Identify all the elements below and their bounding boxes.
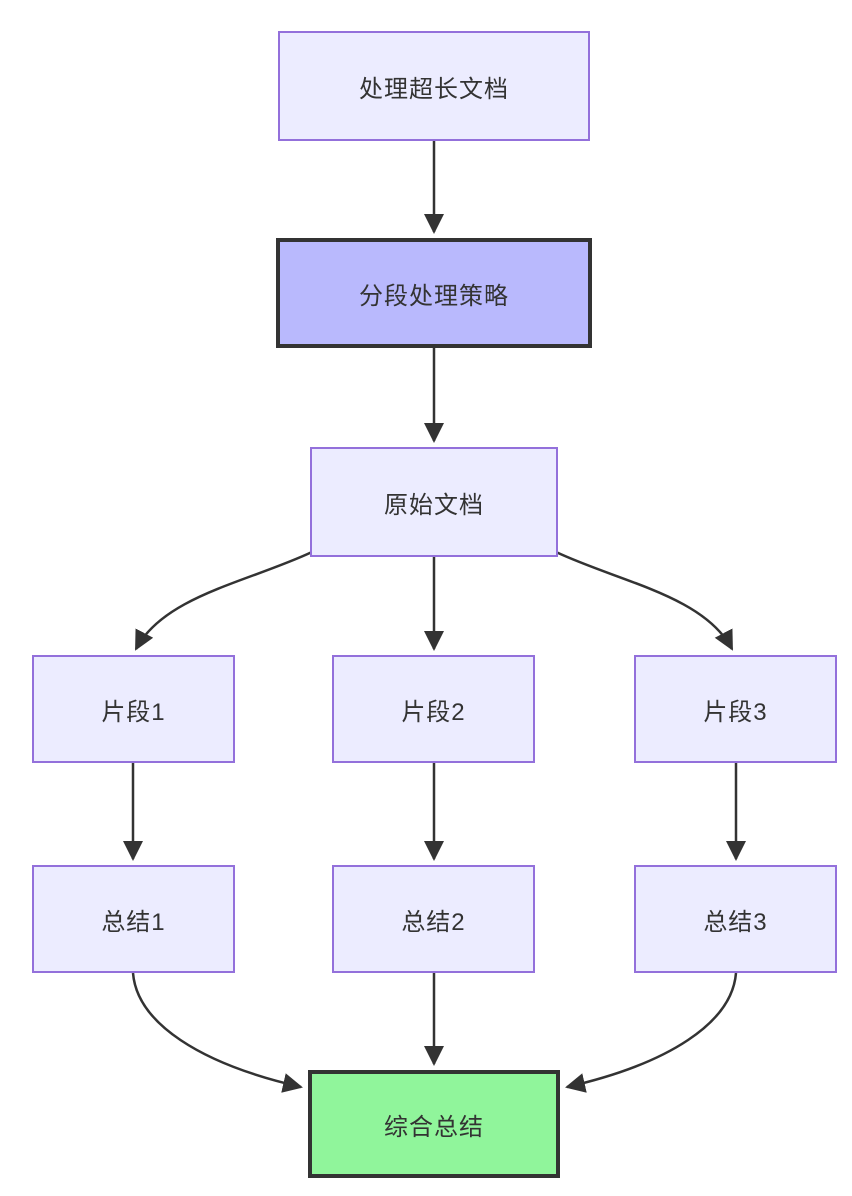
- node-fragment-1: 片段1: [32, 655, 235, 763]
- node-summary-1-label: 总结1: [101, 908, 166, 936]
- node-fragment-2-label: 片段2: [401, 698, 466, 726]
- node-fragment-3-label: 片段3: [703, 698, 768, 726]
- node-segment-strategy-label: 分段处理策略: [359, 282, 509, 310]
- node-fragment-2: 片段2: [332, 655, 535, 763]
- edge-original-to-fragment3-arrow: [555, 550, 734, 651]
- node-process-long-doc: 处理超长文档: [278, 31, 590, 141]
- edge-summary3-to-final-arrow: [565, 972, 738, 1093]
- node-fragment-3: 片段3: [634, 655, 837, 763]
- edge-original-to-fragment1-arrow: [134, 550, 313, 651]
- node-fragment-1-label: 片段1: [101, 698, 166, 726]
- node-process-long-doc-label: 处理超长文档: [359, 75, 509, 103]
- node-original-doc-label: 原始文档: [384, 491, 484, 519]
- node-summary-2-label: 总结2: [401, 908, 466, 936]
- node-segment-strategy: 分段处理策略: [276, 238, 592, 348]
- node-summary-3: 总结3: [634, 865, 837, 973]
- node-summary-1: 总结1: [32, 865, 235, 973]
- node-summary-3-label: 总结3: [703, 908, 768, 936]
- node-original-doc: 原始文档: [310, 447, 558, 557]
- node-summary-2: 总结2: [332, 865, 535, 973]
- node-final-summary: 综合总结: [308, 1070, 560, 1178]
- edge-summary1-to-final-arrow: [131, 972, 303, 1093]
- node-final-summary-label: 综合总结: [384, 1113, 484, 1141]
